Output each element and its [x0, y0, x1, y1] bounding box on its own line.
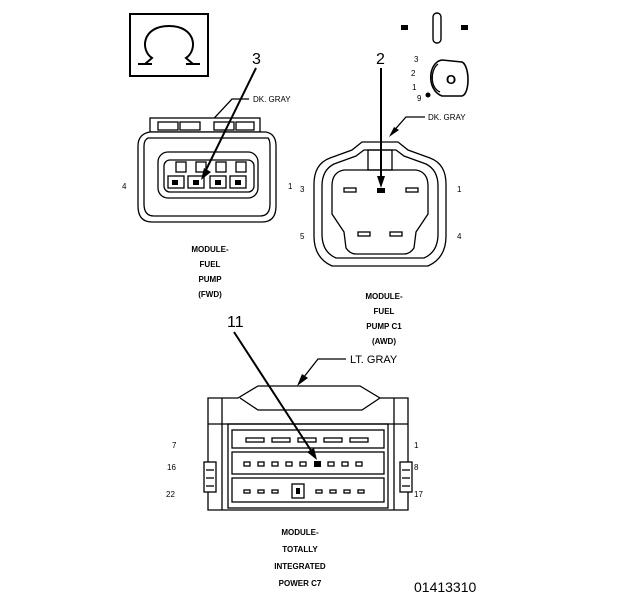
- awd-pin-4: 4: [457, 232, 462, 241]
- tipm-caption-1: MODULE-: [281, 528, 319, 537]
- ohmmeter-legend: [129, 13, 209, 77]
- omega-icon: [142, 24, 196, 65]
- figure-id: 01413310: [414, 579, 477, 595]
- fwd-caption-1: MODULE-: [191, 245, 229, 254]
- callout-awd: 2: [376, 51, 385, 68]
- awd-pin-5: 5: [300, 232, 305, 241]
- fwd-pin-4: 4: [122, 182, 127, 191]
- fwd-caption-3: PUMP: [198, 275, 222, 284]
- awd-caption-3: PUMP C1: [366, 322, 402, 331]
- tipm-caption-3: INTEGRATED: [274, 562, 326, 571]
- awd-caption-4: (AWD): [372, 337, 396, 346]
- tipm-pin-8: 8: [414, 463, 419, 472]
- color-label-tipm: LT. GRAY: [350, 354, 398, 366]
- hint-9: 9: [417, 94, 422, 103]
- fwd-pin-1: 1: [288, 182, 293, 191]
- tipm-pin-17: 17: [414, 490, 423, 499]
- probe-legend: 3 2 1 9 O: [401, 12, 469, 103]
- hint-2: 2: [411, 69, 416, 78]
- connector-fuel-pump-awd: 2 DK. GRAY 3 1 5 4 MODULE- FUEL PUMP C1 …: [300, 51, 466, 346]
- hint-1: 1: [412, 83, 417, 92]
- legend-letter: O: [446, 72, 456, 87]
- clip-icon: [429, 59, 469, 97]
- fwd-caption-4: (FWD): [198, 290, 222, 299]
- awd-pin-1: 1: [457, 185, 462, 194]
- tipm-pin-16: 16: [167, 463, 176, 472]
- awd-caption-2: FUEL: [374, 307, 395, 316]
- color-label-awd: DK. GRAY: [428, 113, 466, 122]
- tipm-caption-2: TOTALLY: [282, 545, 318, 554]
- awd-pin-3: 3: [300, 185, 305, 194]
- callout-fwd: 3: [252, 51, 261, 68]
- connector-tipm-c7: 11 LT. GRAY: [166, 314, 423, 588]
- color-label-fwd: DK. GRAY: [253, 95, 291, 104]
- hint-3: 3: [414, 55, 419, 64]
- tipm-pin-7: 7: [172, 441, 177, 450]
- awd-caption-1: MODULE-: [365, 292, 403, 301]
- fwd-caption-2: FUEL: [200, 260, 221, 269]
- connector-fuel-pump-fwd: 3 DK. GRAY 4 1 MODULE- FUEL: [122, 51, 293, 299]
- tipm-pin-1: 1: [414, 441, 419, 450]
- callout-tipm: 11: [227, 314, 244, 331]
- tipm-pin-22: 22: [166, 490, 175, 499]
- tipm-caption-4: POWER C7: [279, 579, 322, 588]
